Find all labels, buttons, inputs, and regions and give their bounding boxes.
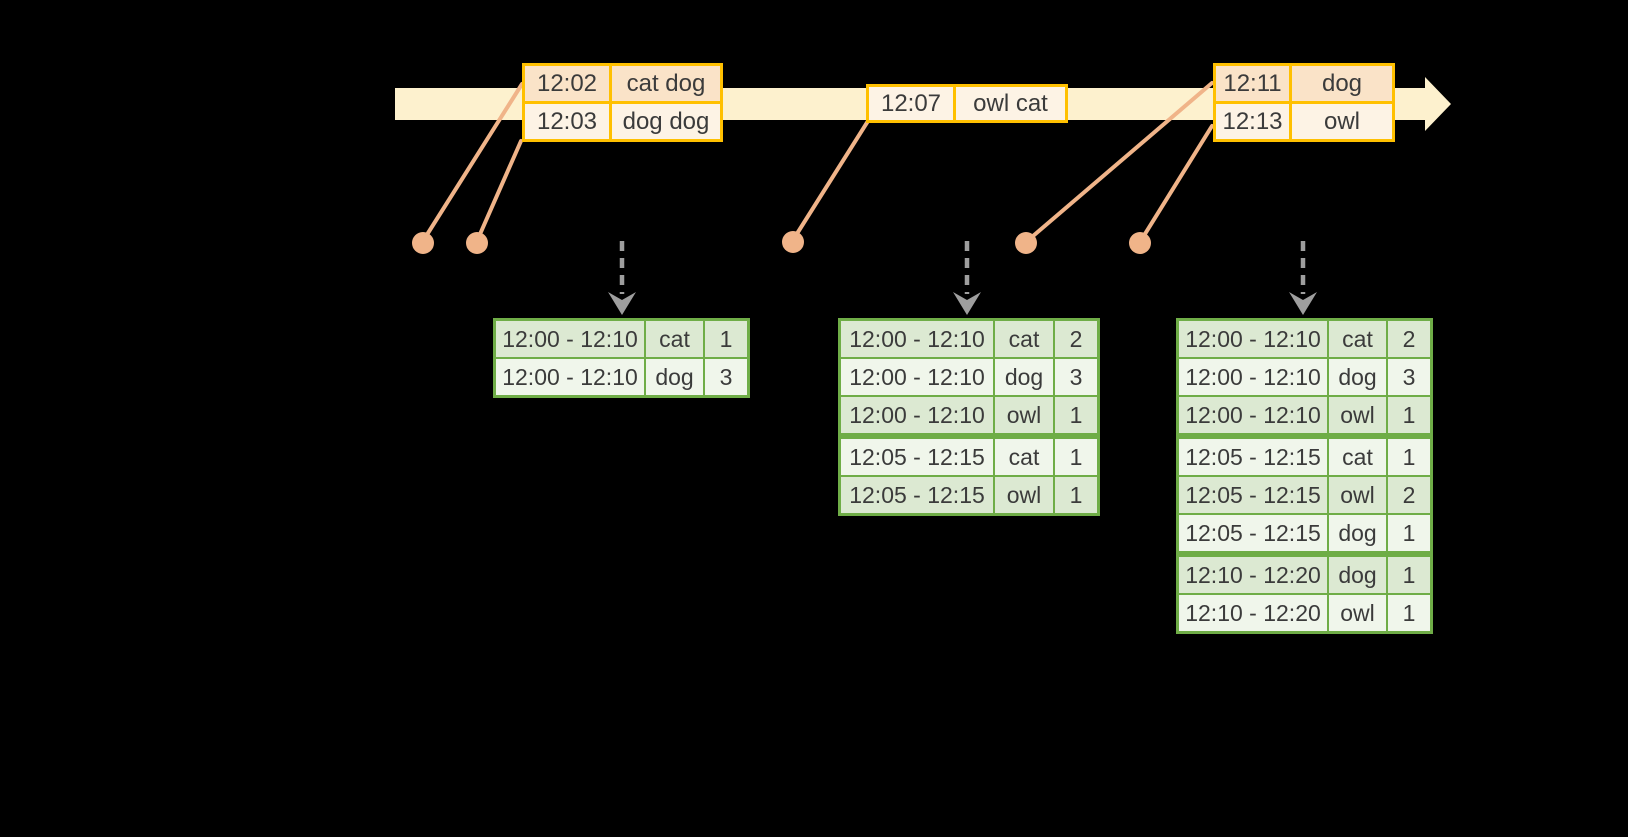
arrow-down-icon: [608, 292, 636, 315]
event-dot: [466, 232, 488, 254]
event-words-cell: dog dog: [612, 104, 720, 139]
result-count-cell: 2: [1388, 321, 1430, 357]
connector-line: [421, 82, 524, 243]
result-count-cell: 1: [1388, 595, 1430, 631]
event-dot: [1129, 232, 1151, 254]
result-window-cell: 12:00 - 12:10: [496, 321, 644, 357]
trigger-dashed-arrow: [1289, 241, 1317, 315]
result-word-cell: dog: [646, 359, 703, 395]
event-time-cell: 12:07: [869, 87, 953, 120]
result-word-cell: owl: [1329, 595, 1386, 631]
result-window-cell: 12:00 - 12:10: [841, 397, 993, 433]
result-word-cell: owl: [995, 397, 1053, 433]
result-count-cell: 3: [705, 359, 747, 395]
result-window-cell: 12:05 - 12:15: [841, 477, 993, 513]
result-count-cell: 1: [705, 321, 747, 357]
result-word-cell: owl: [1329, 477, 1386, 513]
connector-line: [475, 139, 523, 243]
result-count-cell: 2: [1388, 477, 1430, 513]
event-words-cell: owl cat: [956, 87, 1065, 120]
result-word-cell: dog: [1329, 359, 1386, 395]
trigger-dashed-arrow: [953, 241, 981, 315]
result-window-cell: 12:00 - 12:10: [1179, 397, 1327, 433]
result-count-cell: 1: [1388, 557, 1430, 593]
result-count-cell: 3: [1055, 359, 1097, 395]
result-window-cell: 12:05 - 12:15: [1179, 477, 1327, 513]
arrow-down-icon: [953, 292, 981, 315]
result-window-cell: 12:10 - 12:20: [1179, 557, 1327, 593]
event-dot: [412, 232, 434, 254]
result-word-cell: cat: [995, 321, 1053, 357]
connector-line: [1024, 81, 1214, 244]
result-window-cell: 12:00 - 12:10: [841, 359, 993, 395]
result-word-cell: owl: [995, 477, 1053, 513]
timeline-arrowhead-icon: [1425, 77, 1451, 131]
result-word-cell: cat: [995, 439, 1053, 475]
event-dot: [782, 231, 804, 253]
connector-line: [791, 119, 870, 242]
result-word-cell: owl: [1329, 397, 1386, 433]
result-count-cell: 1: [1388, 397, 1430, 433]
result-count-cell: 1: [1055, 477, 1097, 513]
event-words-cell: owl: [1292, 104, 1392, 139]
event-time-cell: 12:02: [525, 66, 609, 101]
result-count-cell: 1: [1055, 397, 1097, 433]
event-words-cell: dog: [1292, 66, 1392, 101]
result-word-cell: dog: [1329, 515, 1386, 551]
event-words-cell: cat dog: [612, 66, 720, 101]
result-count-cell: 1: [1388, 515, 1430, 551]
result-window-cell: 12:10 - 12:20: [1179, 595, 1327, 631]
result-word-cell: cat: [1329, 439, 1386, 475]
result-count-cell: 1: [1055, 439, 1097, 475]
result-window-cell: 12:05 - 12:15: [1179, 515, 1327, 551]
result-window-cell: 12:00 - 12:10: [1179, 359, 1327, 395]
event-time-cell: 12:03: [525, 104, 609, 139]
event-dot: [1015, 232, 1037, 254]
trigger-dashed-arrow: [608, 241, 636, 315]
arrow-down-icon: [1289, 292, 1317, 315]
result-window-cell: 12:00 - 12:10: [496, 359, 644, 395]
result-window-cell: 12:05 - 12:15: [1179, 439, 1327, 475]
result-window-cell: 12:00 - 12:10: [841, 321, 993, 357]
result-count-cell: 2: [1055, 321, 1097, 357]
result-window-cell: 12:05 - 12:15: [841, 439, 993, 475]
event-time-cell: 12:11: [1216, 66, 1289, 101]
result-window-cell: 12:00 - 12:10: [1179, 321, 1327, 357]
result-word-cell: cat: [646, 321, 703, 357]
result-count-cell: 3: [1388, 359, 1430, 395]
result-word-cell: dog: [1329, 557, 1386, 593]
connector-line: [1138, 124, 1214, 244]
result-word-cell: dog: [995, 359, 1053, 395]
result-count-cell: 1: [1388, 439, 1430, 475]
event-time-cell: 12:13: [1216, 104, 1289, 139]
result-word-cell: cat: [1329, 321, 1386, 357]
